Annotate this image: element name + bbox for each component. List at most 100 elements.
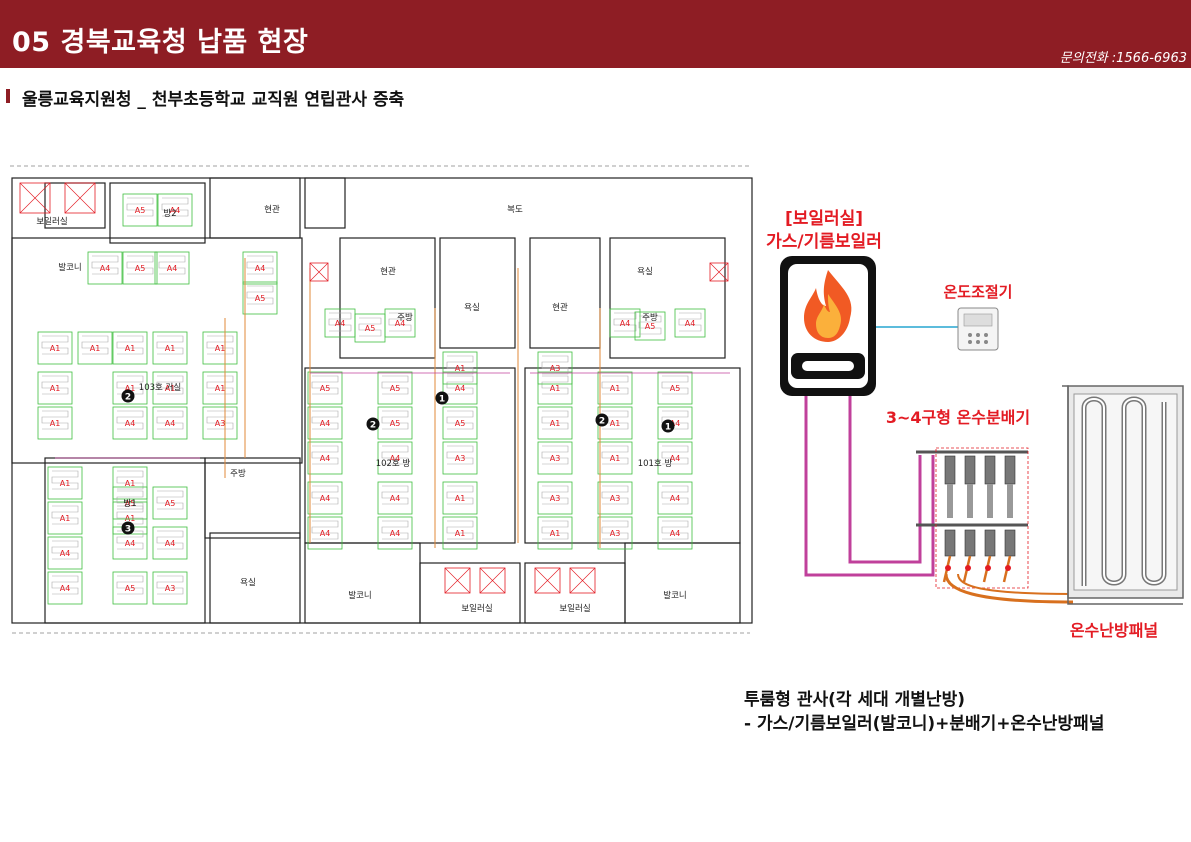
panel-label: A3 — [455, 454, 466, 463]
panel-label: A5 — [390, 419, 401, 428]
heating-panel: A1 — [537, 371, 573, 405]
heating-panel: A5 — [112, 571, 148, 605]
panel-label: A1 — [60, 479, 71, 488]
room-label: 보일러실 — [559, 603, 590, 614]
heating-panel: A5 — [122, 251, 158, 285]
panel-label: A4 — [167, 264, 178, 273]
room-label: 복도 — [507, 205, 523, 215]
heating-panel: A4 — [152, 406, 188, 440]
heating-panel: A1 — [597, 371, 633, 405]
panel-label: A1 — [60, 514, 71, 523]
heating-panel: A5 — [657, 371, 693, 405]
panel-label: A3 — [165, 584, 176, 593]
panel-label: A5 — [135, 264, 146, 273]
room-label: 보일러실 — [36, 216, 67, 227]
room-label: 102호 방 — [376, 458, 411, 469]
panel-label: A5 — [455, 419, 466, 428]
heating-panel: A5 — [112, 486, 148, 520]
heating-panel: A4 — [87, 251, 123, 285]
heating-panel: A4 — [657, 516, 693, 550]
heating-panel: A1 — [442, 481, 478, 515]
panel-label: A1 — [455, 529, 466, 538]
panel-label: A1 — [125, 479, 136, 488]
zone-marker: 2 — [366, 417, 380, 431]
room-label: 주방 — [642, 312, 658, 323]
panel-label: A1 — [165, 344, 176, 353]
panel-return-pipe — [957, 573, 1074, 595]
heating-panel: A3 — [597, 516, 633, 550]
room-label: 욕실 — [240, 577, 256, 588]
boiler-box — [64, 182, 96, 214]
panel-label: A5 — [135, 206, 146, 215]
boiler-icon — [780, 256, 876, 396]
room-label: 욕실 — [637, 266, 653, 277]
heating-panel: A5 — [122, 193, 158, 227]
heating-panel: A4 — [307, 406, 343, 440]
heating-panel: A1 — [112, 466, 148, 500]
heating-panel: A3 — [202, 406, 238, 440]
panel-label: A4 — [670, 419, 681, 428]
panel-label: A1 — [90, 344, 101, 353]
heating-panel: A1 — [537, 516, 573, 550]
heating-panel: A4 — [152, 526, 188, 560]
heating-panel: A4 — [377, 481, 413, 515]
heating-panel: A5 — [442, 406, 478, 440]
heating-panel: A1 — [112, 331, 148, 365]
panel-label: A4 — [125, 419, 136, 428]
zone-marker: 2 — [595, 413, 609, 427]
plan-walls — [10, 165, 753, 634]
svg-text:1: 1 — [665, 423, 671, 433]
panel-label: A4 — [60, 584, 71, 593]
contact-phone: 문의전화 :1566-6963 — [1059, 51, 1187, 66]
caption-line-1: 투룸형 관사(각 세대 개별난방) — [744, 690, 965, 710]
panel-label: A4 — [670, 494, 681, 503]
heating-panel: A1 — [202, 371, 238, 405]
heating-panel: A1 — [112, 371, 148, 405]
heating-panel: A1 — [152, 371, 188, 405]
panel-label: A3 — [550, 454, 561, 463]
panel-label: A4 — [390, 454, 401, 463]
panel-label: A4 — [620, 319, 631, 328]
panel-label: A4 — [390, 494, 401, 503]
heating-panel: A4 — [47, 536, 83, 570]
panel-label: A5 — [165, 499, 176, 508]
boiler-box — [309, 262, 329, 282]
panel-label: A4 — [670, 529, 681, 538]
heating-panel: A4 — [384, 308, 416, 338]
panel-label: A5 — [125, 584, 136, 593]
room-label: 현관 — [552, 302, 568, 313]
room-label: 주방 — [230, 468, 246, 479]
distributor-label: 3~4구형 온수분배기 — [886, 408, 1030, 427]
panel-label: A4 — [320, 419, 331, 428]
panel-label: A5 — [125, 499, 136, 508]
thermostat-label: 온도조절기 — [943, 283, 1012, 301]
heating-panel: A1 — [37, 406, 73, 440]
heating-panel: A5 — [377, 371, 413, 405]
heating-panel: A3 — [597, 481, 633, 515]
subtitle-marker — [6, 89, 10, 103]
svg-text:2: 2 — [125, 393, 131, 403]
caption-block: 투룸형 관사(각 세대 개별난방) - 가스/기름보일러(발코니)+분배기+온수… — [744, 688, 1104, 736]
panel-label: A5 — [390, 384, 401, 393]
panel-label: A1 — [550, 384, 561, 393]
panel-label: A1 — [610, 454, 621, 463]
zone-marker: 1 — [435, 391, 449, 405]
panel-label: A5 — [645, 322, 656, 331]
panel-label: A1 — [50, 384, 61, 393]
heating-panel: A4 — [307, 441, 343, 475]
heating-panel: A1 — [152, 331, 188, 365]
panel-label: A4 — [335, 319, 346, 328]
panel-label: A1 — [125, 344, 136, 353]
heating-panel: A4 — [609, 308, 641, 338]
panel-label: A1 — [50, 344, 61, 353]
thermostat-icon — [957, 307, 999, 351]
room-label: 주방 — [397, 312, 413, 323]
page-title: 05 경북교육청 납품 현장 — [12, 27, 309, 58]
heating-panel: A4 — [157, 193, 193, 227]
heating-panel: A3 — [442, 441, 478, 475]
panel-feed-pipe — [944, 573, 1074, 604]
panel-label: A4 — [165, 419, 176, 428]
panel-label: A3 — [550, 364, 561, 373]
